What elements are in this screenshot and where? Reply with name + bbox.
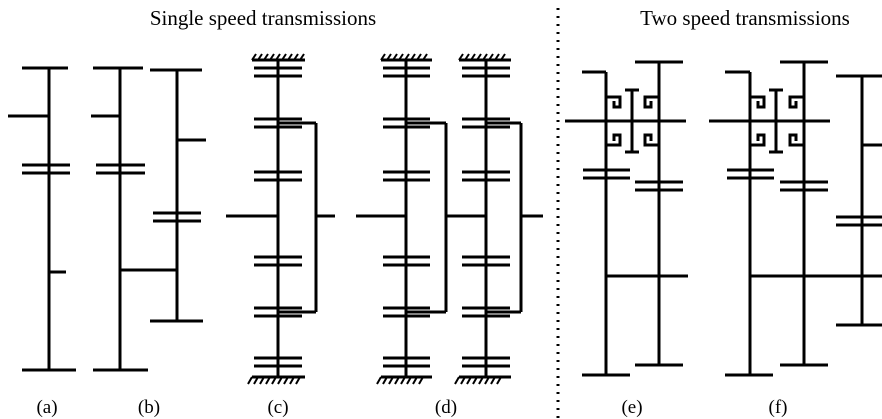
heading-two-speed: Two speed transmissions bbox=[640, 6, 850, 30]
label-b: (b) bbox=[138, 397, 160, 418]
label-a: (a) bbox=[36, 397, 57, 418]
schematic-b bbox=[91, 66, 206, 372]
heading-single-speed: Single speed transmissions bbox=[150, 6, 376, 30]
schematic-a bbox=[8, 66, 76, 372]
schematic-f bbox=[709, 60, 882, 377]
label-f: (f) bbox=[769, 397, 788, 418]
label-e: (e) bbox=[621, 397, 642, 418]
schematic-d bbox=[356, 53, 543, 385]
schematic-e bbox=[565, 60, 688, 377]
schematic-c bbox=[226, 53, 335, 385]
label-d: (d) bbox=[435, 397, 457, 418]
label-c: (c) bbox=[267, 397, 288, 418]
